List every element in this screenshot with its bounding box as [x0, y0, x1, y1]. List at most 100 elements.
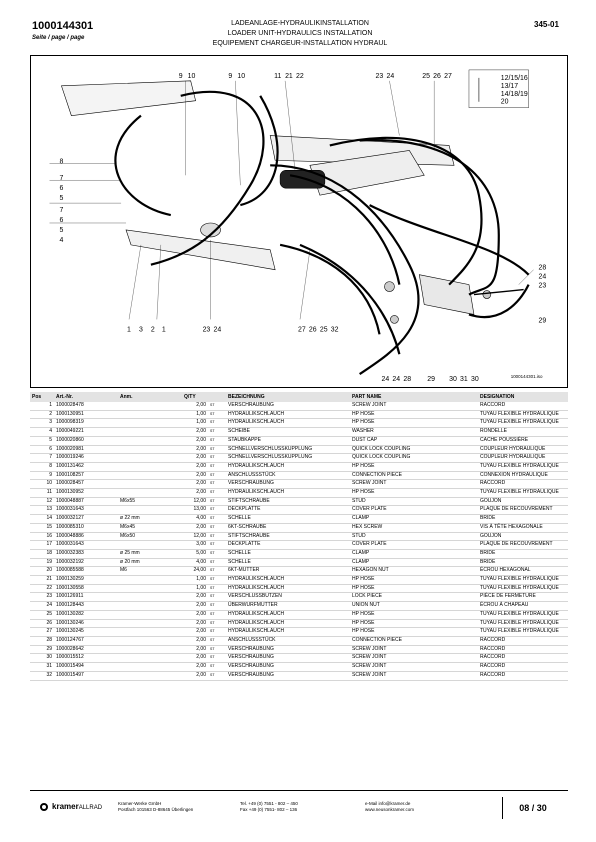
cell-note — [118, 402, 182, 411]
cell-name-en: QUICK LOCK COUPLING — [350, 445, 478, 455]
cell-article: 1000048887 — [54, 497, 118, 507]
cell-note — [118, 671, 182, 681]
cell-note — [118, 619, 182, 629]
cell-note: M6x55 — [118, 497, 182, 507]
cell-name-de: SCHNELLVERSCHLUSSKUPPLUNG — [226, 445, 350, 455]
cell-pos: 30 — [30, 653, 54, 664]
cell-qty: 2,00 — [182, 601, 208, 611]
cell-qty: 2,00 — [182, 402, 208, 411]
header-fr: DESIGNATION — [478, 392, 568, 402]
cell-name-de: HYDRAULIKSCHLAUCH — [226, 610, 350, 620]
cell-unit: ST — [208, 427, 226, 437]
cell-name-fr: GOUJON — [478, 532, 568, 542]
callout: 13/17 — [501, 83, 519, 90]
callout: 11 — [274, 73, 281, 80]
cell-name-fr: ÉCROU HEXAGONAL — [478, 566, 568, 577]
cell-article: 1000130282 — [54, 610, 118, 620]
cell-unit: ST — [208, 532, 226, 542]
cell-note: M6x45 — [118, 523, 182, 533]
cell-qty: 2,00 — [182, 645, 208, 655]
cell-unit: ST — [208, 497, 226, 507]
cell-name-en: HP HOSE — [350, 418, 478, 429]
cell-note — [118, 410, 182, 420]
callout: 24 — [539, 274, 547, 281]
header-qty: Q/TY — [182, 392, 208, 402]
cell-unit: ST — [208, 566, 226, 577]
company-address: Kramer-Werke GmbH Postfach 101563 D-8864… — [118, 801, 193, 813]
cell-note — [118, 627, 182, 637]
table-header: Pos Art.-Nr. Anm. Q/TY BEZEICHNUNG PART … — [30, 392, 568, 402]
cell-name-de: SCHELLE — [226, 558, 350, 568]
callout: 24 — [214, 326, 222, 333]
cell-pos: 21 — [30, 575, 54, 585]
cell-name-fr: BRIDE — [478, 558, 568, 568]
cell-pos: 31 — [30, 662, 54, 672]
cell-unit: ST — [208, 523, 226, 533]
callout: 32 — [331, 326, 339, 333]
cell-name-en: CLAMP — [350, 514, 478, 524]
callouts-left: 8 7 6 5 7 6 5 4 — [59, 158, 63, 244]
cell-qty: 2,00 — [182, 610, 208, 620]
cell-name-fr: TUYAU FLEXIBLE HYDRAULIQUE — [478, 488, 568, 498]
contact-block: e-Mail info@kramer.de www.neusonkramer.c… — [365, 801, 414, 813]
cell-qty: 2,00 — [182, 627, 208, 637]
cell-qty: 2,00 — [182, 436, 208, 446]
cell-article: 1000020981 — [54, 445, 118, 455]
cell-note — [118, 462, 182, 472]
callout: 24 — [382, 376, 390, 383]
callout: 28 — [403, 376, 411, 383]
cell-pos: 7 — [30, 453, 54, 463]
cell-article: 1000032383 — [54, 549, 118, 559]
cell-name-de: STIFTSCHRAUBE — [226, 497, 350, 507]
cell-name-en: SCREW JOINT — [350, 645, 478, 655]
cell-pos: 19 — [30, 558, 54, 568]
cell-name-de: DECKPLATTE — [226, 540, 350, 550]
cell-unit: ST — [208, 575, 226, 585]
cell-unit: ST — [208, 505, 226, 516]
cell-qty: 2,00 — [182, 462, 208, 472]
cell-note — [118, 471, 182, 481]
cell-name-en: CLAMP — [350, 549, 478, 559]
cell-name-en: CLAMP — [350, 558, 478, 568]
cell-unit: ST — [208, 471, 226, 481]
cell-article: 1000019246 — [54, 453, 118, 463]
cell-pos: 5 — [30, 436, 54, 446]
cell-qty: 2,00 — [182, 592, 208, 603]
callout: 1 — [127, 326, 131, 333]
company-name: Kramer-Werke GmbH — [118, 801, 162, 806]
callout: 10 — [188, 73, 196, 80]
cell-name-de: 6KT-SCHRAUBE — [226, 523, 350, 533]
cell-unit: ST — [208, 514, 226, 524]
cell-name-fr: RACCORD — [478, 402, 568, 411]
title-de: LADEANLAGE-HYDRAULIKINSTALLATION — [231, 20, 369, 27]
cell-pos: 26 — [30, 619, 54, 629]
cell-qty: 2,00 — [182, 479, 208, 490]
cell-article: 1000130558 — [54, 584, 118, 594]
cell-name-fr: TUYAU FLEXIBLE HYDRAULIQUE — [478, 584, 568, 594]
cell-name-en: COVER PLATE — [350, 540, 478, 550]
cell-pos: 6 — [30, 445, 54, 455]
cell-name-en: SCREW JOINT — [350, 662, 478, 672]
inset-labels: 12/15/16 13/17 14/18/19 20 — [501, 75, 528, 106]
cell-name-de: SCHELLE — [226, 549, 350, 559]
footer: kramerALLRAD Kramer-Werke GmbH Postfach … — [30, 790, 568, 821]
cell-unit: ST — [208, 462, 226, 472]
cell-unit: ST — [208, 653, 226, 664]
callouts-bottom: 1 3 2 1 23 24 27 26 25 32 24 24 28 29 30… — [127, 326, 479, 383]
cell-note — [118, 479, 182, 490]
cell-article: 1000126911 — [54, 592, 118, 603]
group-number: 345-01 — [534, 20, 559, 29]
page-label: Seite / page / page — [32, 35, 85, 41]
cell-unit: ST — [208, 402, 226, 411]
callout: 24 — [392, 376, 400, 383]
logo-ring-icon — [40, 802, 48, 811]
cell-qty: 24,00 — [182, 566, 208, 577]
cell-qty: 1,00 — [182, 575, 208, 585]
